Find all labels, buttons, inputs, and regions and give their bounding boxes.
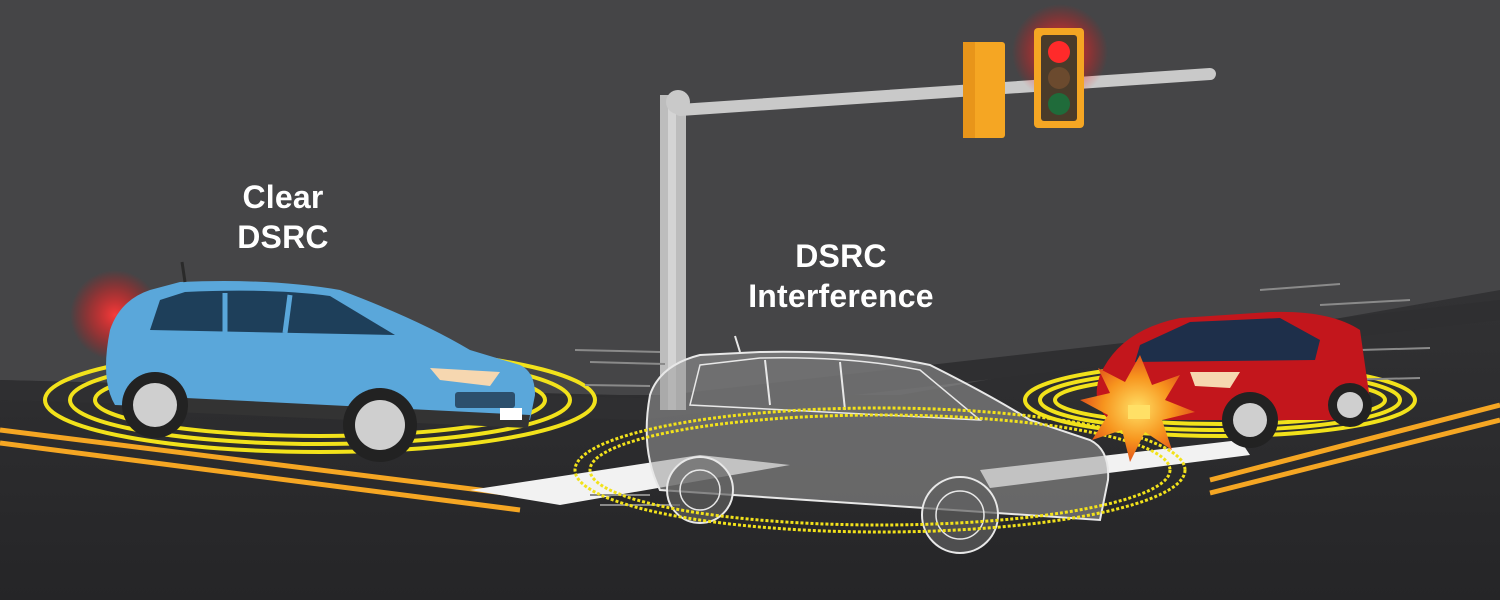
label-dsrc-interference: DSRC Interference bbox=[736, 236, 946, 316]
signal-pole bbox=[660, 68, 1216, 410]
lane-lines-left bbox=[0, 427, 521, 513]
collision-burst-icon bbox=[1080, 355, 1195, 462]
label-interference-line-1: DSRC bbox=[795, 238, 887, 274]
label-interference-line-2: Interference bbox=[748, 278, 934, 314]
signal-arm-icon bbox=[963, 42, 1005, 138]
traffic-light-icon bbox=[1012, 4, 1108, 128]
ghost-car bbox=[573, 335, 1187, 554]
lane-lines-right bbox=[1209, 402, 1500, 496]
label-clear-line-1: Clear bbox=[242, 179, 324, 215]
label-clear-line-2: DSRC bbox=[237, 219, 329, 255]
blue-car bbox=[43, 261, 597, 462]
label-clear-dsrc: Clear DSRC bbox=[203, 177, 363, 257]
